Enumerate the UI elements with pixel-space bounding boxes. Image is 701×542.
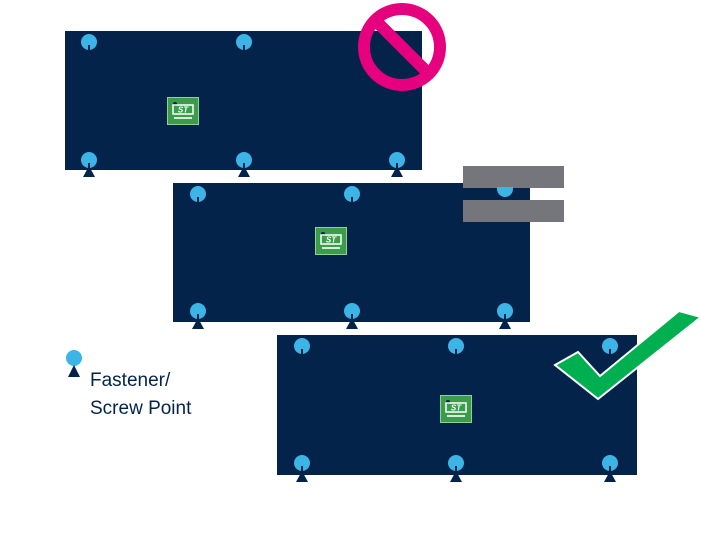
screw-point-marker — [83, 166, 95, 177]
screw-point-marker — [192, 318, 204, 329]
fastener-hole — [294, 338, 310, 354]
fastener-hole — [344, 303, 360, 319]
chip-top: ST — [167, 97, 199, 125]
screw-point-marker — [499, 318, 511, 329]
screw-point-marker — [238, 166, 250, 177]
screw-point-marker — [391, 166, 403, 177]
fastener-hole — [81, 152, 97, 168]
fastener-hole — [236, 152, 252, 168]
legend-label-line1: Fastener/ — [90, 370, 171, 391]
checkmark-icon — [553, 309, 701, 401]
spacer-bar-upper — [463, 166, 564, 188]
fastener-hole — [190, 303, 206, 319]
chip-middle: ST — [315, 227, 347, 255]
screw-point-marker — [450, 471, 462, 482]
fastener-hole — [190, 186, 206, 202]
fastener-hole — [448, 455, 464, 471]
legend-screw-point-icon — [68, 365, 80, 377]
spacer-bar-lower — [463, 200, 564, 222]
fastener-hole — [236, 34, 252, 50]
legend-label: Fastener/ Screw Point — [90, 367, 191, 423]
chip-logo-text: ST — [178, 106, 189, 115]
chip-logo-text: ST — [451, 404, 462, 413]
fastener-hole — [448, 338, 464, 354]
chip-logo-text: ST — [326, 236, 337, 245]
fastener-hole — [294, 455, 310, 471]
screw-point-marker — [346, 318, 358, 329]
fastener-hole — [389, 152, 405, 168]
spacer-fastener — [497, 187, 513, 197]
fastener-hole — [81, 34, 97, 50]
prohibited-icon — [358, 3, 446, 91]
fastener-hole — [602, 338, 618, 354]
legend-fastener-icon — [66, 350, 82, 366]
chip-bottom: ST — [440, 395, 472, 423]
screw-point-marker — [296, 471, 308, 482]
screw-point-marker — [604, 471, 616, 482]
fastener-hole — [344, 186, 360, 202]
fastener-hole — [497, 303, 513, 319]
legend-label-line2: Screw Point — [90, 398, 192, 419]
fastener-hole — [602, 455, 618, 471]
